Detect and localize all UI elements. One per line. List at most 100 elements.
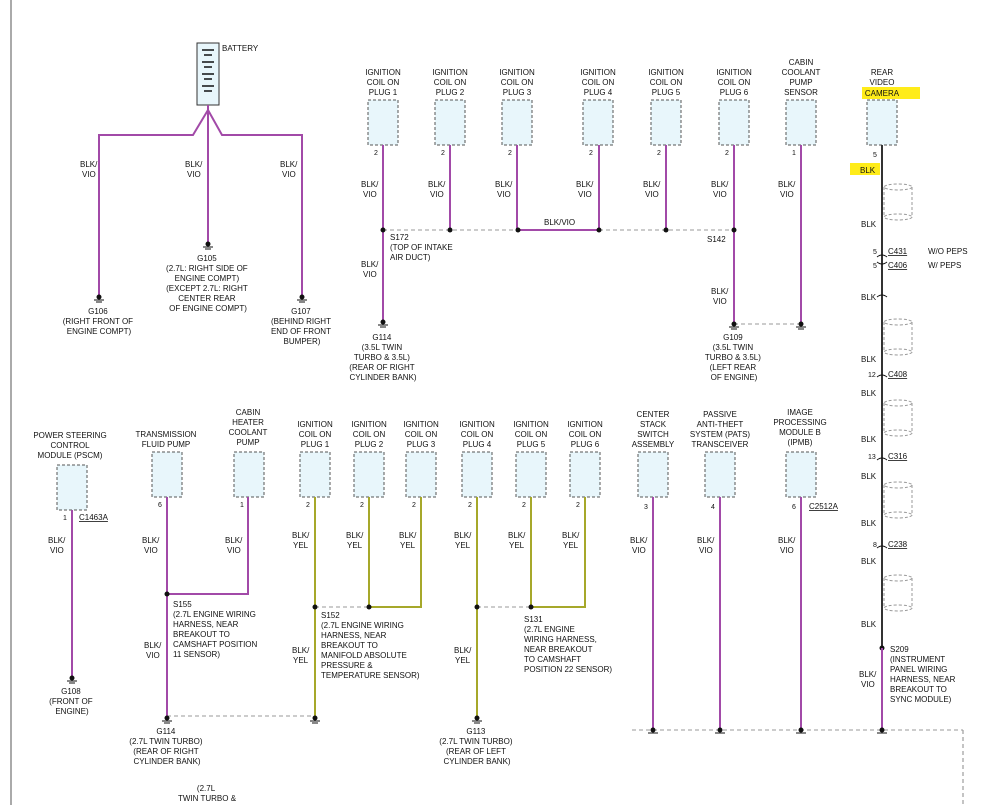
pin-label: 12 <box>868 372 876 379</box>
splice-s155-label: S155 (2.7L ENGINE WIRING HARNESS, NEAR B… <box>173 600 260 659</box>
connector-c431: C431 <box>888 247 908 256</box>
wire-label: BLK/ <box>630 536 648 545</box>
bottom-cut-label: (2.7L TWIN TURBO & <box>178 784 237 803</box>
wire-label: BLK <box>861 472 877 481</box>
splice-node <box>663 227 669 233</box>
svg-text:2: 2 <box>306 502 310 509</box>
connector-c316: C316 <box>888 452 908 461</box>
battery-label: BATTERY <box>222 44 259 53</box>
wire-label: BLK/ <box>185 160 203 169</box>
wire-label: BLK <box>861 519 877 528</box>
pin-label: 5 <box>873 263 877 270</box>
wire-label: BLK <box>861 293 877 302</box>
wire-label: VIO <box>282 170 296 179</box>
wire-label: VIO <box>861 680 875 689</box>
splice-s131-label: S131 (2.7L ENGINE WIRING HARNESS, NEAR B… <box>524 615 612 674</box>
svg-text:2: 2 <box>468 502 472 509</box>
svg-text:2: 2 <box>360 502 364 509</box>
wire-label: VIO <box>144 546 158 555</box>
highlight-camera <box>862 87 920 99</box>
svg-text:6: 6 <box>158 502 162 509</box>
ground-g105-label: G105 (2.7L: RIGHT SIDE OF ENGINE COMPT) … <box>166 254 250 313</box>
ground-g114-top <box>378 319 388 328</box>
svg-text:6: 6 <box>792 504 796 511</box>
wire-label: VIO <box>578 190 592 199</box>
wire-label: VIO <box>780 546 794 555</box>
wire-label: BLK/ <box>576 180 594 189</box>
connector-c406: C406 <box>888 261 908 270</box>
wire-label: BLK/ <box>428 180 446 189</box>
wire-label: VIO <box>780 190 794 199</box>
ground-g113 <box>472 715 482 724</box>
wire-label: YEL <box>293 656 309 665</box>
wire-label: BLK/ <box>280 160 298 169</box>
wire-label: VIO <box>363 270 377 279</box>
wire-label: VIO <box>187 170 201 179</box>
connector-c238: C238 <box>888 540 908 549</box>
wire-label: VIO <box>50 546 64 555</box>
splice-s209-label: S209 (INSTRUMENT PANEL WIRING HARNESS, N… <box>890 645 958 704</box>
wire-label: BLK/ <box>142 536 160 545</box>
splice-s172-label: S172 (TOP OF INTAKE AIR DUCT) <box>390 233 455 262</box>
svg-text:1: 1 <box>240 502 244 509</box>
wire-label: VIO <box>363 190 377 199</box>
wire-label: BLK <box>861 557 877 566</box>
splice-node <box>474 604 480 610</box>
wire-label: BLK/ <box>778 536 796 545</box>
svg-text:2: 2 <box>522 502 526 509</box>
wire-label: VIO <box>227 546 241 555</box>
wire-label: VIO <box>430 190 444 199</box>
pin-label: 5 <box>873 249 877 256</box>
ground-g105 <box>203 241 213 250</box>
splice-s152-node <box>312 604 318 610</box>
svg-text:2: 2 <box>657 150 661 157</box>
connector-note: W/O PEPS <box>928 247 968 256</box>
svg-text:2: 2 <box>374 150 378 157</box>
ground-g106-label: G106 (RIGHT FRONT OF ENGINE COMPT) <box>63 307 136 336</box>
wire-label: VIO <box>146 651 160 660</box>
wire-g107 <box>207 109 303 295</box>
battery: BATTERY <box>196 42 259 106</box>
ground-g114-bottom <box>162 715 320 724</box>
wire-label: BLK/ <box>859 670 877 679</box>
wire-label: BLK/ <box>711 180 729 189</box>
wire-coil6-bottom <box>531 497 586 608</box>
ground-g107 <box>297 294 307 303</box>
wire-label: YEL <box>293 541 309 550</box>
svg-text:2: 2 <box>508 150 512 157</box>
connector-c2512a: C2512A <box>809 502 839 511</box>
ground-g114-top-label: G114 (3.5L TWIN TURBO & 3.5L) (REAR OF R… <box>349 333 417 382</box>
ground-g107-label: G107 (BEHIND RIGHT END OF FRONT BUMPER) <box>271 307 333 346</box>
svg-text:2: 2 <box>589 150 593 157</box>
splice-s155-node <box>164 591 170 597</box>
wire-label: VIO <box>497 190 511 199</box>
highlight-blk <box>850 163 880 175</box>
wire-label: BLK/ <box>562 531 580 540</box>
wire-chcp <box>167 497 249 595</box>
